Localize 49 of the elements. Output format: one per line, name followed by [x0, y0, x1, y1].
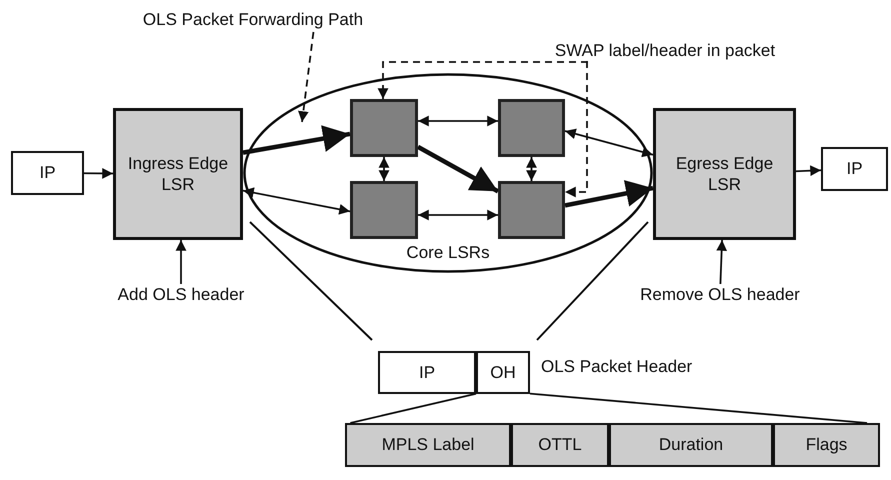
edge-router-box	[113, 108, 243, 240]
packet-box	[476, 351, 530, 394]
arrow	[418, 210, 498, 220]
arrow	[716, 240, 728, 284]
arrow	[564, 128, 654, 158]
dashed-arrow	[298, 32, 314, 122]
arrow	[418, 116, 498, 126]
packet-box	[378, 351, 476, 394]
core-router-box	[498, 99, 565, 157]
header-field-cell	[345, 423, 511, 467]
arrow	[796, 165, 822, 176]
core-network-ellipse	[243, 73, 653, 273]
packet-box	[11, 151, 84, 195]
node-label: IP	[846, 158, 863, 180]
node-label: IP	[39, 162, 56, 184]
packet-box	[821, 147, 888, 191]
thick-arrow	[416, 144, 500, 194]
header-field-cell	[773, 423, 880, 467]
header-field-cell	[511, 423, 609, 467]
expansion-line	[350, 392, 476, 424]
annotation-label: Remove OLS header	[640, 284, 800, 306]
annotation-label: SWAP label/header in packet	[554, 40, 776, 62]
annotation-label: OLS Packet Forwarding Path	[142, 9, 364, 31]
node-label: OTTL	[538, 434, 582, 456]
core-router-box	[498, 181, 565, 239]
node-label: OH	[490, 362, 516, 384]
dashed-arrow	[565, 61, 588, 198]
expansion-line	[530, 392, 868, 424]
node-label: Ingress Edge LSR	[126, 153, 230, 196]
node-label: IP	[418, 362, 436, 384]
arrow	[176, 240, 186, 284]
header-field-cell	[609, 423, 773, 467]
thick-arrow	[242, 125, 350, 155]
arrow	[378, 157, 390, 181]
edge-router-box	[653, 108, 796, 240]
node-label: Duration	[658, 434, 724, 456]
core-router-box	[350, 181, 418, 239]
node-label: Core LSRs	[406, 242, 490, 263]
core-router-box	[350, 99, 418, 157]
arrow	[526, 157, 537, 181]
arrow	[84, 168, 113, 179]
annotation-label: Add OLS header	[118, 284, 244, 306]
node-label: MPLS Label	[382, 434, 474, 456]
node-label: Egress Edge LSR	[674, 153, 774, 196]
annotation-label: OLS Packet Header	[541, 357, 692, 377]
dashed-arrow	[378, 60, 588, 99]
thick-arrow	[564, 180, 654, 208]
arrow	[242, 187, 350, 215]
node-label: Flags	[806, 434, 848, 456]
